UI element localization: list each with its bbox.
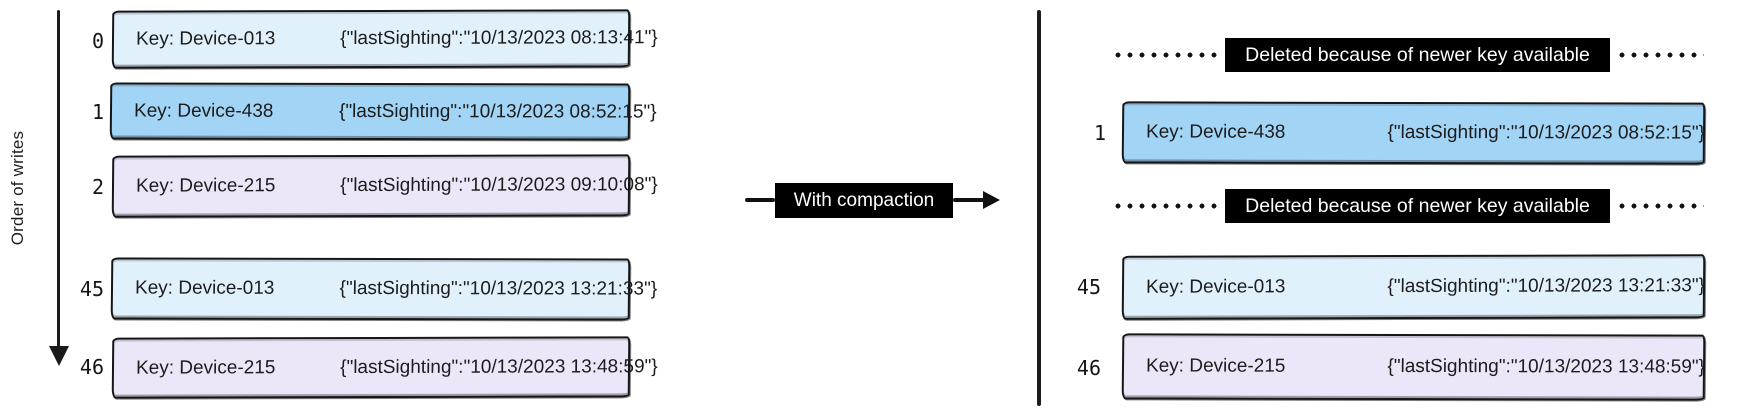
- record-row: Key: Device-013 {"lastSighting":"10/13/2…: [110, 257, 657, 321]
- order-number: 1: [91, 100, 104, 124]
- record-row: Key: Device-013 {"lastSighting":"10/13/2…: [1121, 254, 1706, 320]
- connector-line-left: [745, 198, 775, 202]
- record-row: Key: Device-013 {"lastSighting":"10/13/2…: [111, 9, 658, 69]
- order-of-writes-label: Order of writes: [8, 130, 27, 246]
- record-row: Key: Device-215 {"lastSighting":"10/13/2…: [111, 154, 658, 218]
- record-value: {"lastSighting":"10/13/2023 13:21:33"}: [339, 277, 658, 300]
- record-value: {"lastSighting":"10/13/2023 08:52:15"}: [338, 100, 657, 123]
- order-number: 1: [1093, 121, 1106, 145]
- record-value: {"lastSighting":"10/13/2023 09:10:08"}: [340, 174, 658, 197]
- order-number: 46: [79, 355, 104, 379]
- record-key: Key: Device-438: [1145, 121, 1286, 143]
- order-number: 0: [91, 29, 104, 53]
- order-number: 46: [1076, 356, 1101, 380]
- record-key: Key: Device-013: [1145, 276, 1286, 298]
- record-value: {"lastSighting":"10/13/2023 13:21:33"}: [1387, 275, 1706, 298]
- dotted-line: [1112, 52, 1219, 58]
- down-arrowhead-icon: [49, 346, 69, 366]
- record-value: {"lastSighting":"10/13/2023 13:48:59"}: [1387, 355, 1706, 378]
- right-axis-line: [1037, 10, 1041, 406]
- dotted-line: [1616, 52, 1704, 58]
- dotted-line: [1112, 203, 1219, 209]
- record-key: Key: Device-215: [135, 356, 276, 379]
- right-arrowhead-icon: [983, 191, 1000, 209]
- connector-line-right: [953, 198, 985, 202]
- order-axis-arrow-line: [57, 10, 60, 348]
- dotted-line: [1616, 203, 1704, 209]
- record-key: Key: Device-013: [134, 277, 275, 299]
- record-row: Key: Device-215 {"lastSighting":"10/13/2…: [1121, 333, 1706, 401]
- record-key: Key: Device-013: [135, 28, 276, 50]
- order-number: 45: [1076, 275, 1101, 299]
- deleted-note-badge: Deleted because of newer key available: [1225, 189, 1610, 223]
- record-key: Key: Device-438: [133, 100, 274, 122]
- record-row: Key: Device-215 {"lastSighting":"10/13/2…: [111, 336, 658, 399]
- with-compaction-label: With compaction: [775, 183, 953, 218]
- deleted-note-badge: Deleted because of newer key available: [1225, 38, 1610, 72]
- record-value: {"lastSighting":"10/13/2023 08:13:41"}: [340, 27, 658, 50]
- record-key: Key: Device-215: [1145, 355, 1286, 377]
- record-row: Key: Device-438 {"lastSighting":"10/13/2…: [1121, 101, 1706, 165]
- record-value: {"lastSighting":"10/13/2023 08:52:15"}: [1387, 121, 1706, 144]
- order-number: 2: [91, 175, 104, 199]
- record-value: {"lastSighting":"10/13/2023 13:48:59"}: [340, 355, 658, 378]
- record-row: Key: Device-438 {"lastSighting":"10/13/2…: [109, 82, 657, 141]
- order-number: 45: [79, 277, 104, 301]
- record-key: Key: Device-215: [135, 175, 276, 197]
